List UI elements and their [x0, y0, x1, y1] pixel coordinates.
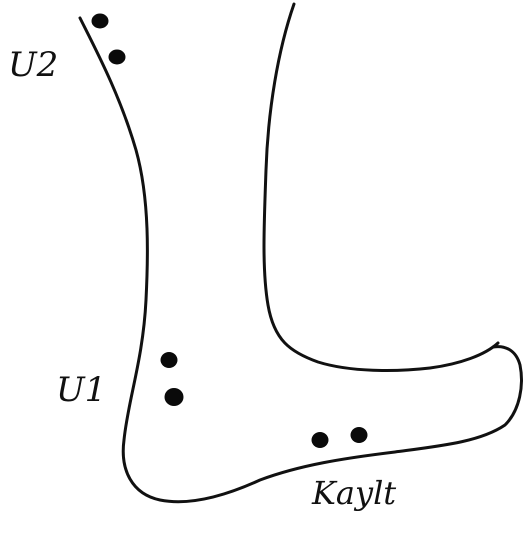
marker-dot: [109, 50, 126, 65]
leg-back-heel-sole-outline: [80, 18, 521, 502]
marker-dot: [161, 352, 178, 368]
marker-dot: [351, 427, 368, 443]
marker-dot: [165, 388, 184, 406]
label-sole: Kaylt: [311, 474, 396, 512]
label-upper: U2: [8, 45, 58, 85]
shin-front-instep-outline: [264, 4, 498, 370]
label-lower: U1: [56, 370, 106, 410]
marker-dot: [92, 14, 109, 29]
marker-dot: [312, 432, 329, 448]
